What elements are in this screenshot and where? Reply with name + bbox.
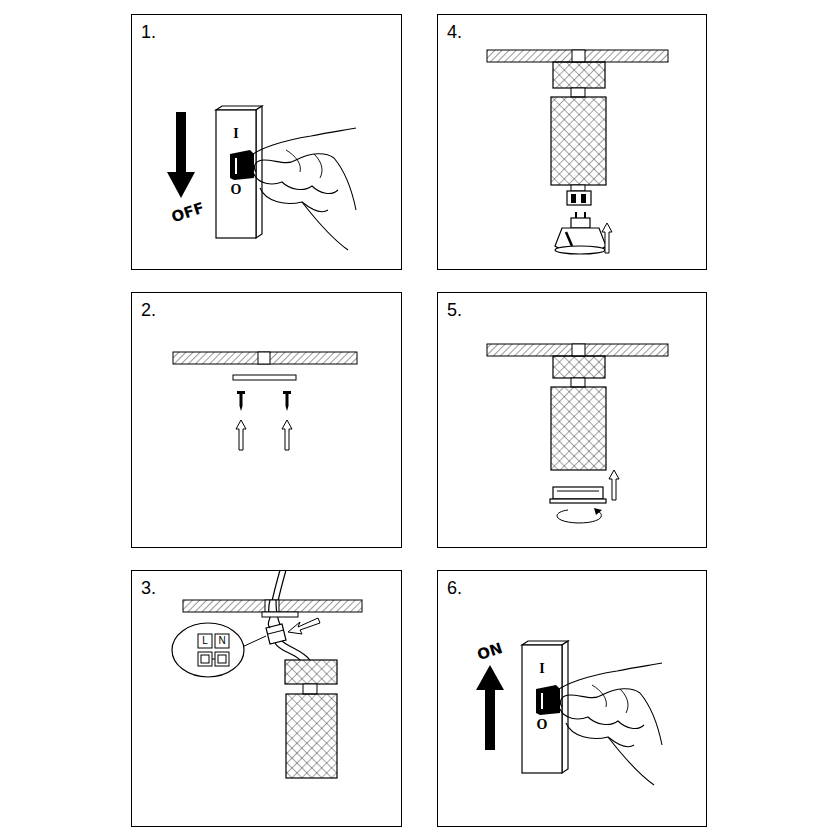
step-number: 3. (141, 579, 156, 597)
step-number: 1. (141, 23, 156, 41)
off-label: OFF (170, 201, 206, 226)
on-label: ON (476, 641, 505, 663)
step-panel: 5. (437, 292, 707, 548)
step-panel: 1. (131, 14, 402, 270)
step-panel: 2. (131, 292, 402, 548)
terminal-label: N (218, 636, 225, 646)
step-number: 5. (447, 301, 462, 319)
switch-mark: I (539, 662, 544, 676)
step-number: 2. (141, 301, 156, 319)
step-panel: 6. (437, 570, 707, 827)
switch-mark: I (233, 127, 238, 141)
switch-mark: O (537, 718, 548, 732)
step-number: 6. (447, 579, 462, 597)
step-panel: 3. (131, 570, 402, 827)
step-number: 4. (447, 23, 462, 41)
switch-mark: O (231, 183, 242, 197)
terminal-label: L (202, 636, 208, 646)
step-panel: 4. (437, 14, 707, 270)
